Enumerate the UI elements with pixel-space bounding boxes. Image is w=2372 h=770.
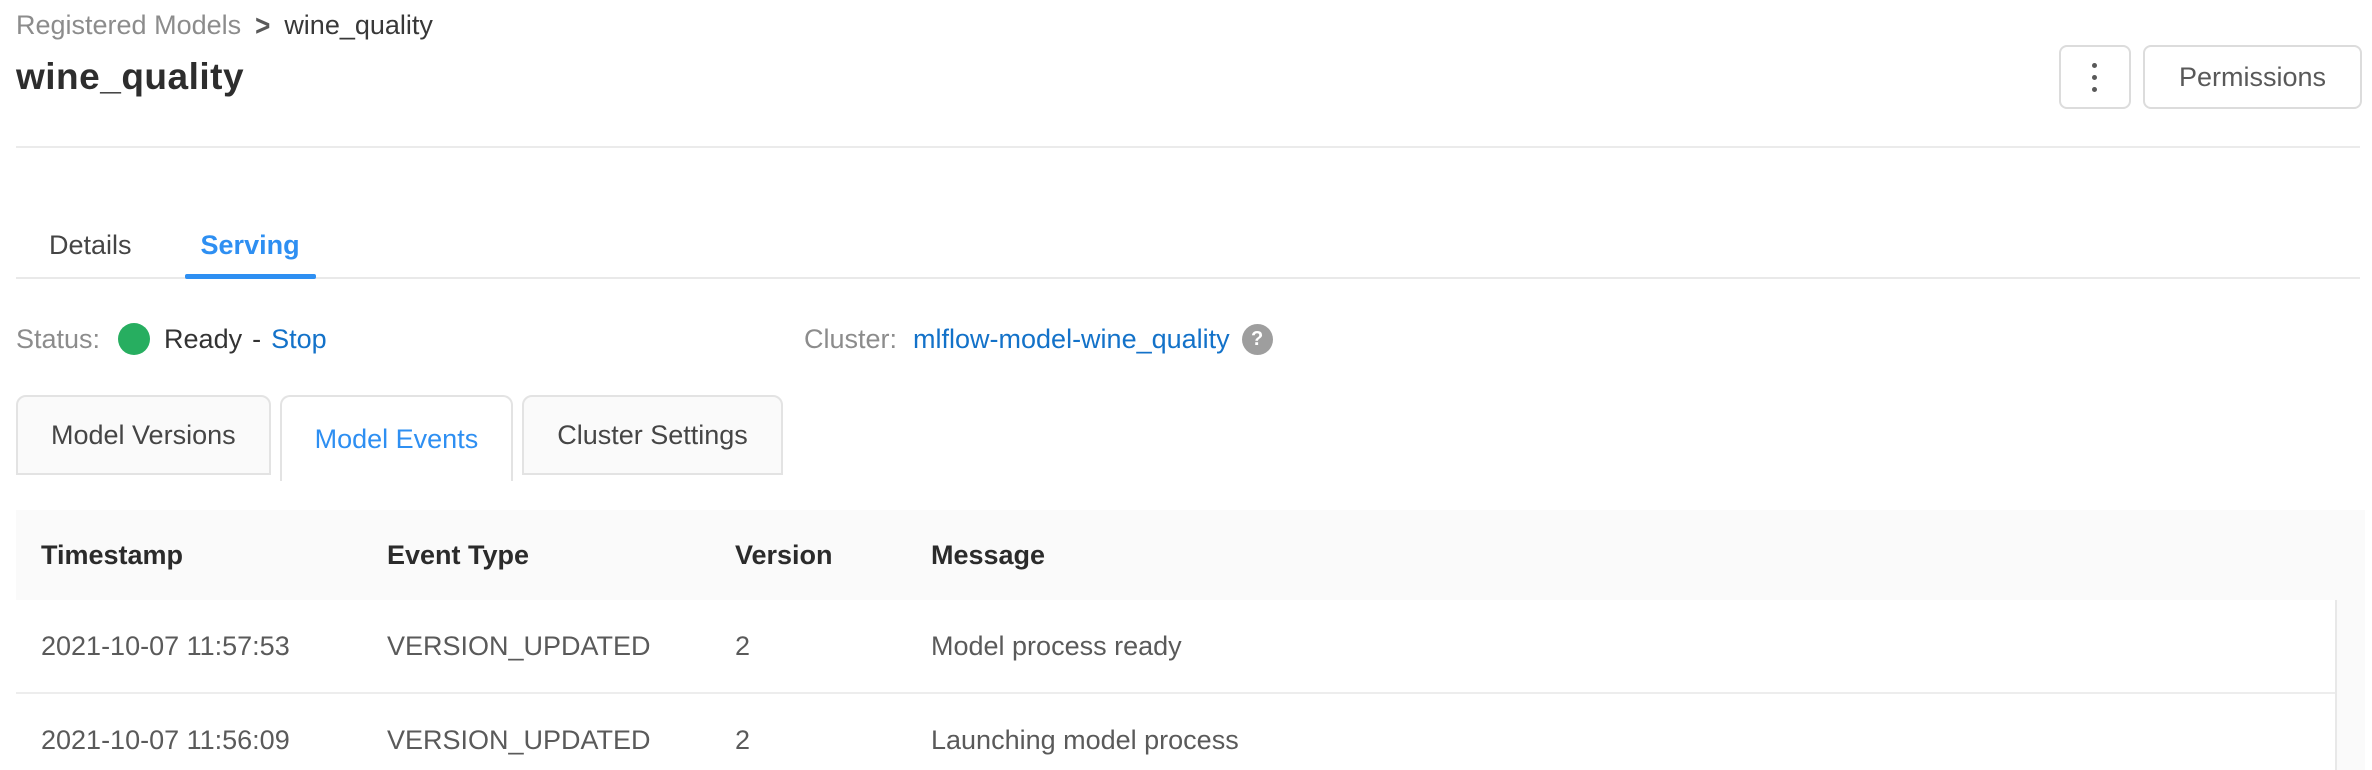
table-scrollbar-gutter[interactable]: [2335, 600, 2365, 770]
cell-timestamp: 2021-10-07 11:57:53: [41, 630, 290, 661]
help-icon[interactable]: ?: [1241, 323, 1273, 355]
cell-event-type: VERSION_UPDATED: [387, 724, 651, 755]
cluster-group: Cluster: mlflow-model-wine_quality ?: [804, 323, 1273, 355]
model-events-table: Timestamp Event Type Version Message 202…: [16, 510, 2365, 770]
cell-version: 2: [735, 724, 751, 755]
column-header-event-type: Event Type: [387, 539, 530, 570]
main-tabs: Details Serving: [16, 214, 2360, 279]
column-header-version: Version: [735, 539, 833, 570]
tab-details[interactable]: Details: [49, 230, 132, 260]
column-header-message: Message: [931, 539, 1046, 570]
cell-event-type: VERSION_UPDATED: [387, 630, 651, 661]
kebab-icon: [2092, 74, 2098, 80]
status-separator: -: [252, 323, 262, 354]
table-row: 2021-10-07 11:56:09 VERSION_UPDATED 2 La…: [16, 694, 2365, 770]
stop-serving-link[interactable]: Stop: [271, 323, 327, 354]
serving-status-row: Status: Ready - Stop Cluster: mlflow-mod…: [16, 316, 2360, 362]
cluster-label: Cluster:: [804, 323, 898, 354]
chevron-right-icon: >: [255, 7, 271, 43]
column-header-timestamp: Timestamp: [41, 539, 184, 570]
cell-timestamp: 2021-10-07 11:56:09: [41, 724, 290, 755]
cell-version: 2: [735, 630, 751, 661]
cell-message: Model process ready: [931, 630, 1182, 661]
kebab-icon: [2092, 62, 2098, 68]
page-title: wine_quality: [16, 56, 245, 97]
cluster-link[interactable]: mlflow-model-wine_quality: [913, 323, 1230, 354]
status-value: Ready: [164, 323, 243, 354]
table-body: 2021-10-07 11:57:53 VERSION_UPDATED 2 Mo…: [16, 600, 2365, 770]
table-header-row: Timestamp Event Type Version Message: [16, 510, 2365, 600]
header-actions: Permissions: [2058, 45, 2362, 109]
title-row: wine_quality Permissions: [16, 42, 2362, 112]
table-row: 2021-10-07 11:57:53 VERSION_UPDATED 2 Mo…: [16, 600, 2365, 694]
subtab-model-versions[interactable]: Model Versions: [16, 395, 271, 475]
tab-serving[interactable]: Serving: [184, 214, 316, 279]
breadcrumb: Registered Models > wine_quality: [16, 7, 433, 43]
kebab-icon: [2092, 86, 2098, 92]
status-label: Status:: [16, 323, 101, 354]
breadcrumb-registered-models-link[interactable]: Registered Models: [16, 10, 242, 40]
subtab-cluster-settings[interactable]: Cluster Settings: [522, 395, 783, 475]
breadcrumb-current-model: wine_quality: [284, 10, 433, 40]
more-actions-button[interactable]: [2058, 45, 2131, 109]
permissions-button[interactable]: Permissions: [2142, 45, 2362, 109]
subtab-model-events[interactable]: Model Events: [279, 395, 514, 481]
status-ready-dot-icon: [118, 323, 151, 355]
title-divider: [16, 146, 2360, 148]
cell-message: Launching model process: [931, 724, 1239, 755]
serving-subtabs: Model Versions Model Events Cluster Sett…: [16, 395, 783, 481]
